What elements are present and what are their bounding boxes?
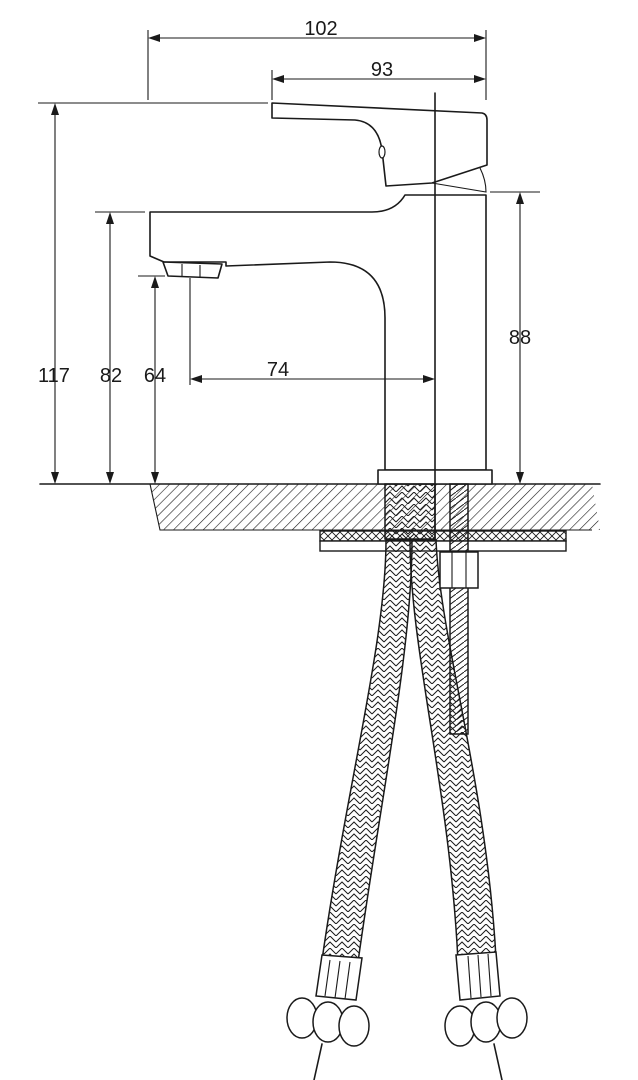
dim-64 <box>151 276 159 484</box>
dim-117 <box>51 103 59 484</box>
inlet-hoses <box>286 483 528 1080</box>
dim-82 <box>106 212 114 484</box>
lever-handle <box>271 102 488 193</box>
left-hose-nut <box>286 997 370 1047</box>
faucet-body <box>149 194 493 485</box>
right-hose-nut <box>444 997 528 1047</box>
left-hose-ferrule <box>315 954 363 1001</box>
dim-74 <box>190 375 435 383</box>
label-total-height: 117 <box>38 365 70 387</box>
dim-88 <box>516 192 524 484</box>
countertop <box>39 483 601 531</box>
mounting-rod <box>439 483 479 735</box>
label-spout-outlet-height: 64 <box>144 365 166 387</box>
dim-102 <box>148 34 486 42</box>
label-overall-length: 102 <box>304 18 337 40</box>
label-handle-reach: 93 <box>371 59 393 81</box>
mounting-plate <box>319 530 567 552</box>
label-base-to-handle-height: 88 <box>509 327 531 349</box>
dimension-lines <box>38 30 540 484</box>
right-hose-ferrule <box>455 951 501 1001</box>
label-body-height: 82 <box>100 365 122 387</box>
dim-93 <box>272 75 486 83</box>
label-spout-reach: 74 <box>267 359 289 381</box>
